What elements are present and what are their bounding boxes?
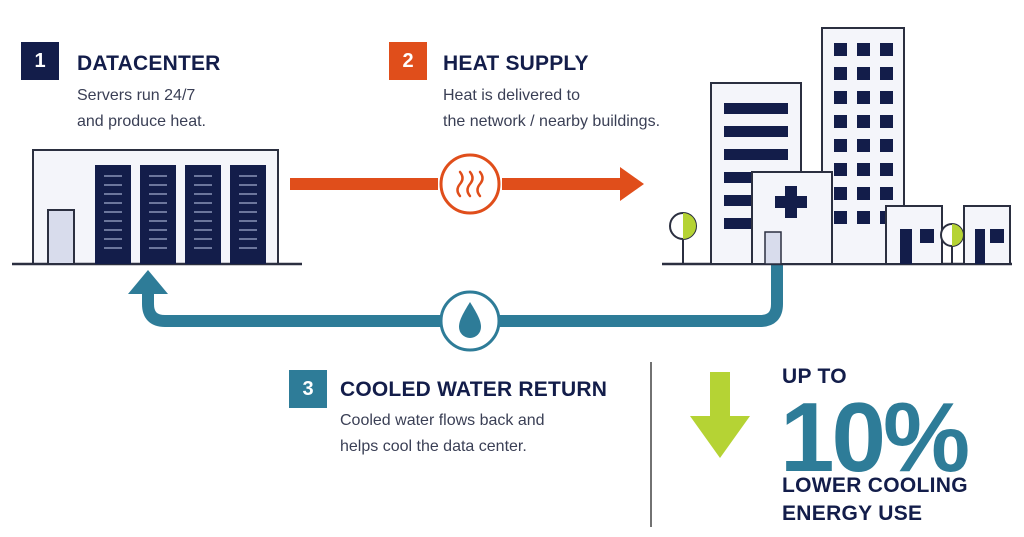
server-rack — [95, 165, 131, 264]
step-2-badge: 2 — [389, 42, 427, 80]
tower-window — [880, 115, 893, 128]
tower-window — [857, 91, 870, 104]
tower-window — [834, 163, 847, 176]
step-1-title: DATACENTER — [77, 52, 221, 75]
tower-window — [857, 139, 870, 152]
heat-flow-arrow — [290, 153, 644, 215]
water-drop-icon — [439, 290, 501, 352]
server-rack — [140, 165, 176, 264]
tower-window — [880, 43, 893, 56]
step-3-badge: 3 — [289, 370, 327, 408]
office-windows — [724, 103, 788, 229]
tower-window — [857, 67, 870, 80]
step-3-description: Cooled water flows back and helps cool t… — [340, 412, 545, 455]
tower-window — [880, 139, 893, 152]
tower-window — [834, 67, 847, 80]
stat-suffix-line-1: LOWER COOLING — [782, 474, 968, 497]
water-return-arrow — [128, 264, 783, 352]
tower-window — [857, 163, 870, 176]
tower-window — [834, 91, 847, 104]
tower-window — [880, 187, 893, 200]
tower-window — [834, 115, 847, 128]
server-rack — [185, 165, 221, 264]
city-buildings-icon — [662, 27, 1012, 266]
down-arrow-icon — [690, 372, 750, 458]
stat-prefix: UP TO — [782, 365, 847, 388]
datacenter-door — [47, 209, 75, 265]
tower-window — [834, 211, 847, 224]
tower-window — [880, 67, 893, 80]
stat-suffix-line-2: ENERGY USE — [782, 502, 923, 525]
stat-value: 10% — [780, 382, 970, 492]
datacenter-building-icon — [12, 149, 302, 266]
heat-waves-icon — [439, 153, 501, 215]
step-1-description: Servers run 24/7 and produce heat. — [77, 87, 206, 130]
medical-cross-icon — [775, 186, 807, 218]
tower-window — [880, 91, 893, 104]
tree-icon — [669, 212, 697, 264]
server-rack — [230, 165, 266, 264]
step-2-title: HEAT SUPPLY — [443, 52, 589, 75]
tower-window — [857, 43, 870, 56]
tower-window — [834, 139, 847, 152]
tower-window — [834, 43, 847, 56]
tower-window — [857, 187, 870, 200]
tree-icon — [940, 223, 964, 264]
step-1-badge: 1 — [21, 42, 59, 80]
tower-window — [857, 115, 870, 128]
server-racks — [95, 165, 266, 264]
tower-window — [834, 187, 847, 200]
step-3-title: COOLED WATER RETURN — [340, 378, 608, 401]
step-2-description: Heat is delivered to the network / nearb… — [443, 87, 661, 130]
tower-window — [880, 163, 893, 176]
tower-window — [857, 211, 870, 224]
